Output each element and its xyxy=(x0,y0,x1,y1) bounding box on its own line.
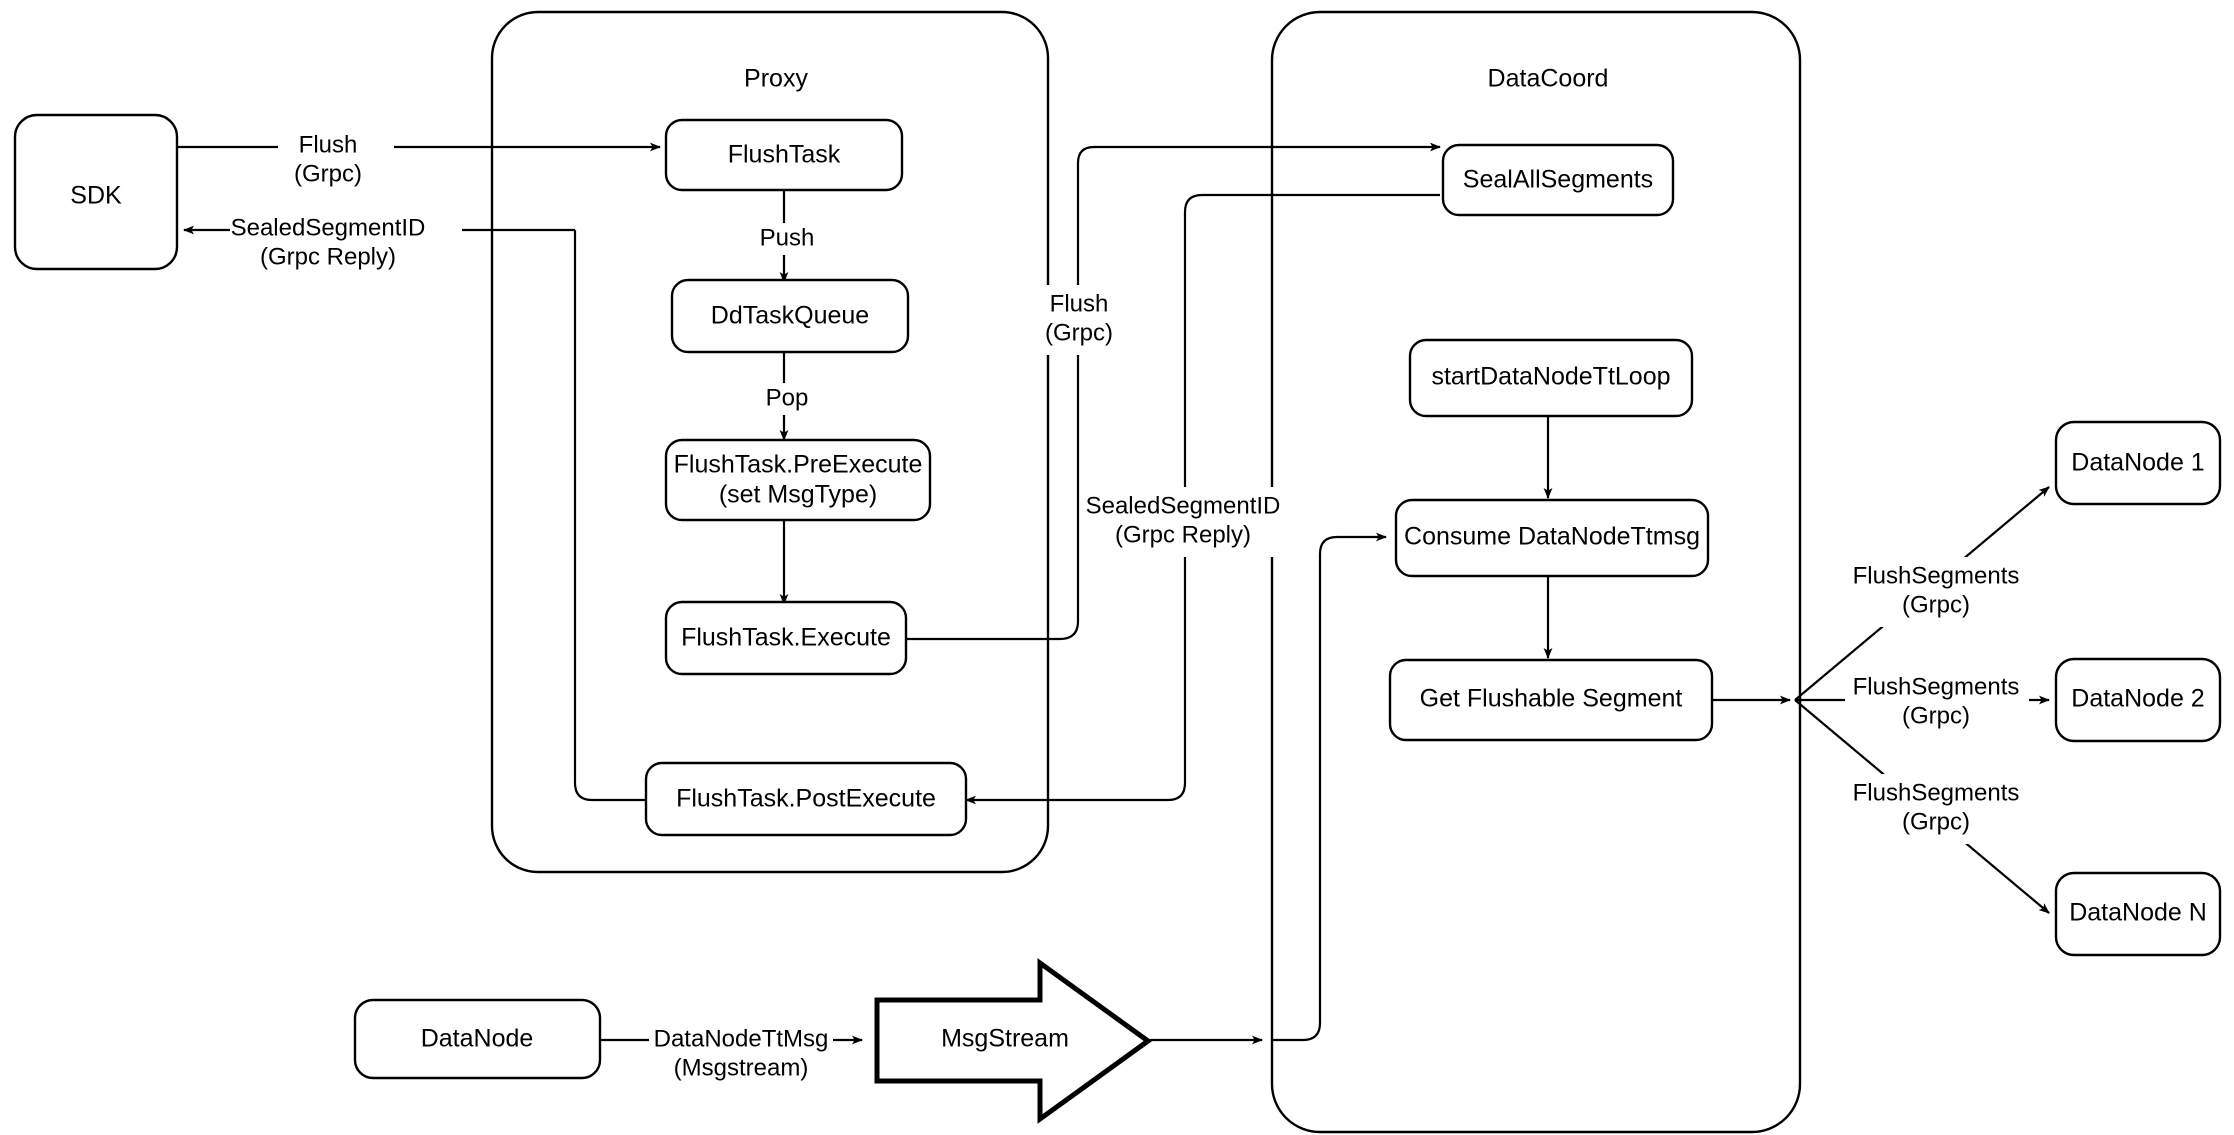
node-sealallsegments[interactable]: SealAllSegments xyxy=(1441,143,1675,217)
msgstream-label: MsgStream xyxy=(941,1025,1069,1053)
label-flushsegmentsN-line1: FlushSegments xyxy=(1853,779,2020,806)
proxy-container xyxy=(490,10,1050,874)
node-datanode-n[interactable]: DataNode N xyxy=(2054,871,2222,957)
label-sealedsegmentid-line1: SealedSegmentID xyxy=(231,214,426,241)
label-flush-dc-line2: (Grpc) xyxy=(1045,319,1113,346)
postexecute-label: FlushTask.PostExecute xyxy=(676,785,936,813)
label-flushsegments-n: FlushSegments (Grpc) xyxy=(1845,774,2029,844)
edge-postexecute-to-sdkline xyxy=(573,230,646,802)
label-proxy-to-datacoord: Flush (Grpc) xyxy=(1028,285,1130,355)
node-flushtask-execute[interactable]: FlushTask.Execute xyxy=(664,600,908,676)
postexecute-box[interactable] xyxy=(644,761,968,837)
label-push-text: Push xyxy=(760,224,815,251)
label-flushsegments2-line1: FlushSegments xyxy=(1853,673,2020,700)
node-ddtaskqueue[interactable]: DdTaskQueue xyxy=(670,278,910,354)
label-flushsegments2-line2: (Grpc) xyxy=(1902,702,1970,729)
startdatanodettloop-box[interactable] xyxy=(1408,338,1694,418)
label-flushsegmentsN-line2: (Grpc) xyxy=(1902,808,1970,835)
datacoord-container xyxy=(1270,10,1802,1134)
node-flushtask[interactable]: FlushTask xyxy=(664,118,904,192)
group-datacoord: DataCoord xyxy=(1270,10,1802,1134)
datanodeN-box[interactable] xyxy=(2054,871,2222,957)
label-pop-text: Pop xyxy=(766,384,809,411)
label-sealedsegmentid-dc-line2: (Grpc Reply) xyxy=(1115,521,1251,548)
label-sdk-to-proxy: Flush (Grpc) xyxy=(278,126,394,196)
label-datanodettmsg: DataNodeTtMsg (Msgstream) xyxy=(649,1020,833,1090)
consume-datanodettmsg-box[interactable] xyxy=(1394,498,1710,578)
node-msgstream[interactable]: MsgStream xyxy=(874,958,1153,1124)
node-datanode-source[interactable]: DataNode xyxy=(353,998,602,1080)
node-datanode-2[interactable]: DataNode 2 xyxy=(2054,657,2222,743)
get-flushable-segment-box[interactable] xyxy=(1388,658,1714,742)
node-flushtask-postexecute[interactable]: FlushTask.PostExecute xyxy=(644,761,968,837)
node-get-flushable-segment[interactable]: Get Flushable Segment xyxy=(1388,658,1714,742)
execute-label: FlushTask.Execute xyxy=(681,624,891,652)
consume-datanodettmsg-label: Consume DataNodeTtmsg xyxy=(1404,523,1700,551)
label-flush-grpc-line1: Flush xyxy=(299,131,358,158)
execute-box[interactable] xyxy=(664,600,908,676)
datanode2-box[interactable] xyxy=(2054,657,2222,743)
label-datanodettmsg-line2: (Msgstream) xyxy=(674,1054,809,1081)
node-startdatanodettloop[interactable]: startDataNodeTtLoop xyxy=(1408,338,1694,418)
datacoord-title: DataCoord xyxy=(1488,65,1609,93)
node-consume-datanodettmsg[interactable]: Consume DataNodeTtmsg xyxy=(1394,498,1710,578)
label-flushsegments-2: FlushSegments (Grpc) xyxy=(1845,668,2029,738)
ddtaskqueue-label: DdTaskQueue xyxy=(711,302,869,330)
preexecute-box[interactable] xyxy=(664,438,932,522)
label-proxy-to-sdk: SealedSegmentID (Grpc Reply) xyxy=(230,209,462,279)
startdatanodettloop-label: startDataNodeTtLoop xyxy=(1431,363,1670,391)
label-datacoord-to-proxy: SealedSegmentID (Grpc Reply) xyxy=(1086,487,1281,557)
datanode-source-label: DataNode xyxy=(421,1025,534,1053)
label-sealedsegmentid-dc-line1: SealedSegmentID xyxy=(1086,492,1281,519)
preexecute-label-line1: FlushTask.PreExecute xyxy=(674,451,923,479)
datanodeN-label: DataNode N xyxy=(2069,899,2207,927)
label-flushsegments1-line1: FlushSegments xyxy=(1853,562,2020,589)
edge-execute-to-sealallsegments xyxy=(906,142,1441,641)
group-proxy: Proxy xyxy=(490,10,1050,874)
flushtask-box[interactable] xyxy=(664,118,904,192)
get-flushable-segment-label: Get Flushable Segment xyxy=(1420,685,1683,713)
datanode1-box[interactable] xyxy=(2054,420,2222,506)
node-sdk[interactable]: SDK xyxy=(13,113,179,271)
datanode-source-box[interactable] xyxy=(353,998,602,1080)
sealallsegments-label: SealAllSegments xyxy=(1463,166,1653,194)
edge-datacoord-to-consumett xyxy=(1272,532,1387,1042)
sealallsegments-box[interactable] xyxy=(1441,143,1675,217)
datanode2-label: DataNode 2 xyxy=(2071,685,2204,713)
datanode1-label: DataNode 1 xyxy=(2071,449,2204,477)
label-flushsegments-1: FlushSegments (Grpc) xyxy=(1845,557,2029,627)
label-flush-grpc-line2: (Grpc) xyxy=(294,160,362,187)
msgstream-arrow-shape[interactable] xyxy=(874,958,1153,1124)
sdk-label: SDK xyxy=(70,182,122,210)
label-pop: Pop xyxy=(756,383,818,415)
label-sealedsegmentid-line2: (Grpc Reply) xyxy=(260,243,396,270)
node-datanode-1[interactable]: DataNode 1 xyxy=(2054,420,2222,506)
ddtaskqueue-box[interactable] xyxy=(670,278,910,354)
flushtask-label: FlushTask xyxy=(728,141,841,169)
sdk-box[interactable] xyxy=(13,113,179,271)
label-flushsegments1-line2: (Grpc) xyxy=(1902,591,1970,618)
proxy-title: Proxy xyxy=(744,65,808,93)
preexecute-label-line2: (set MsgType) xyxy=(719,481,877,509)
label-datanodettmsg-line1: DataNodeTtMsg xyxy=(654,1025,829,1052)
node-flushtask-preexecute[interactable]: FlushTask.PreExecute (set MsgType) xyxy=(664,438,932,522)
label-push: Push xyxy=(752,223,822,255)
label-flush-dc-line1: Flush xyxy=(1050,290,1109,317)
